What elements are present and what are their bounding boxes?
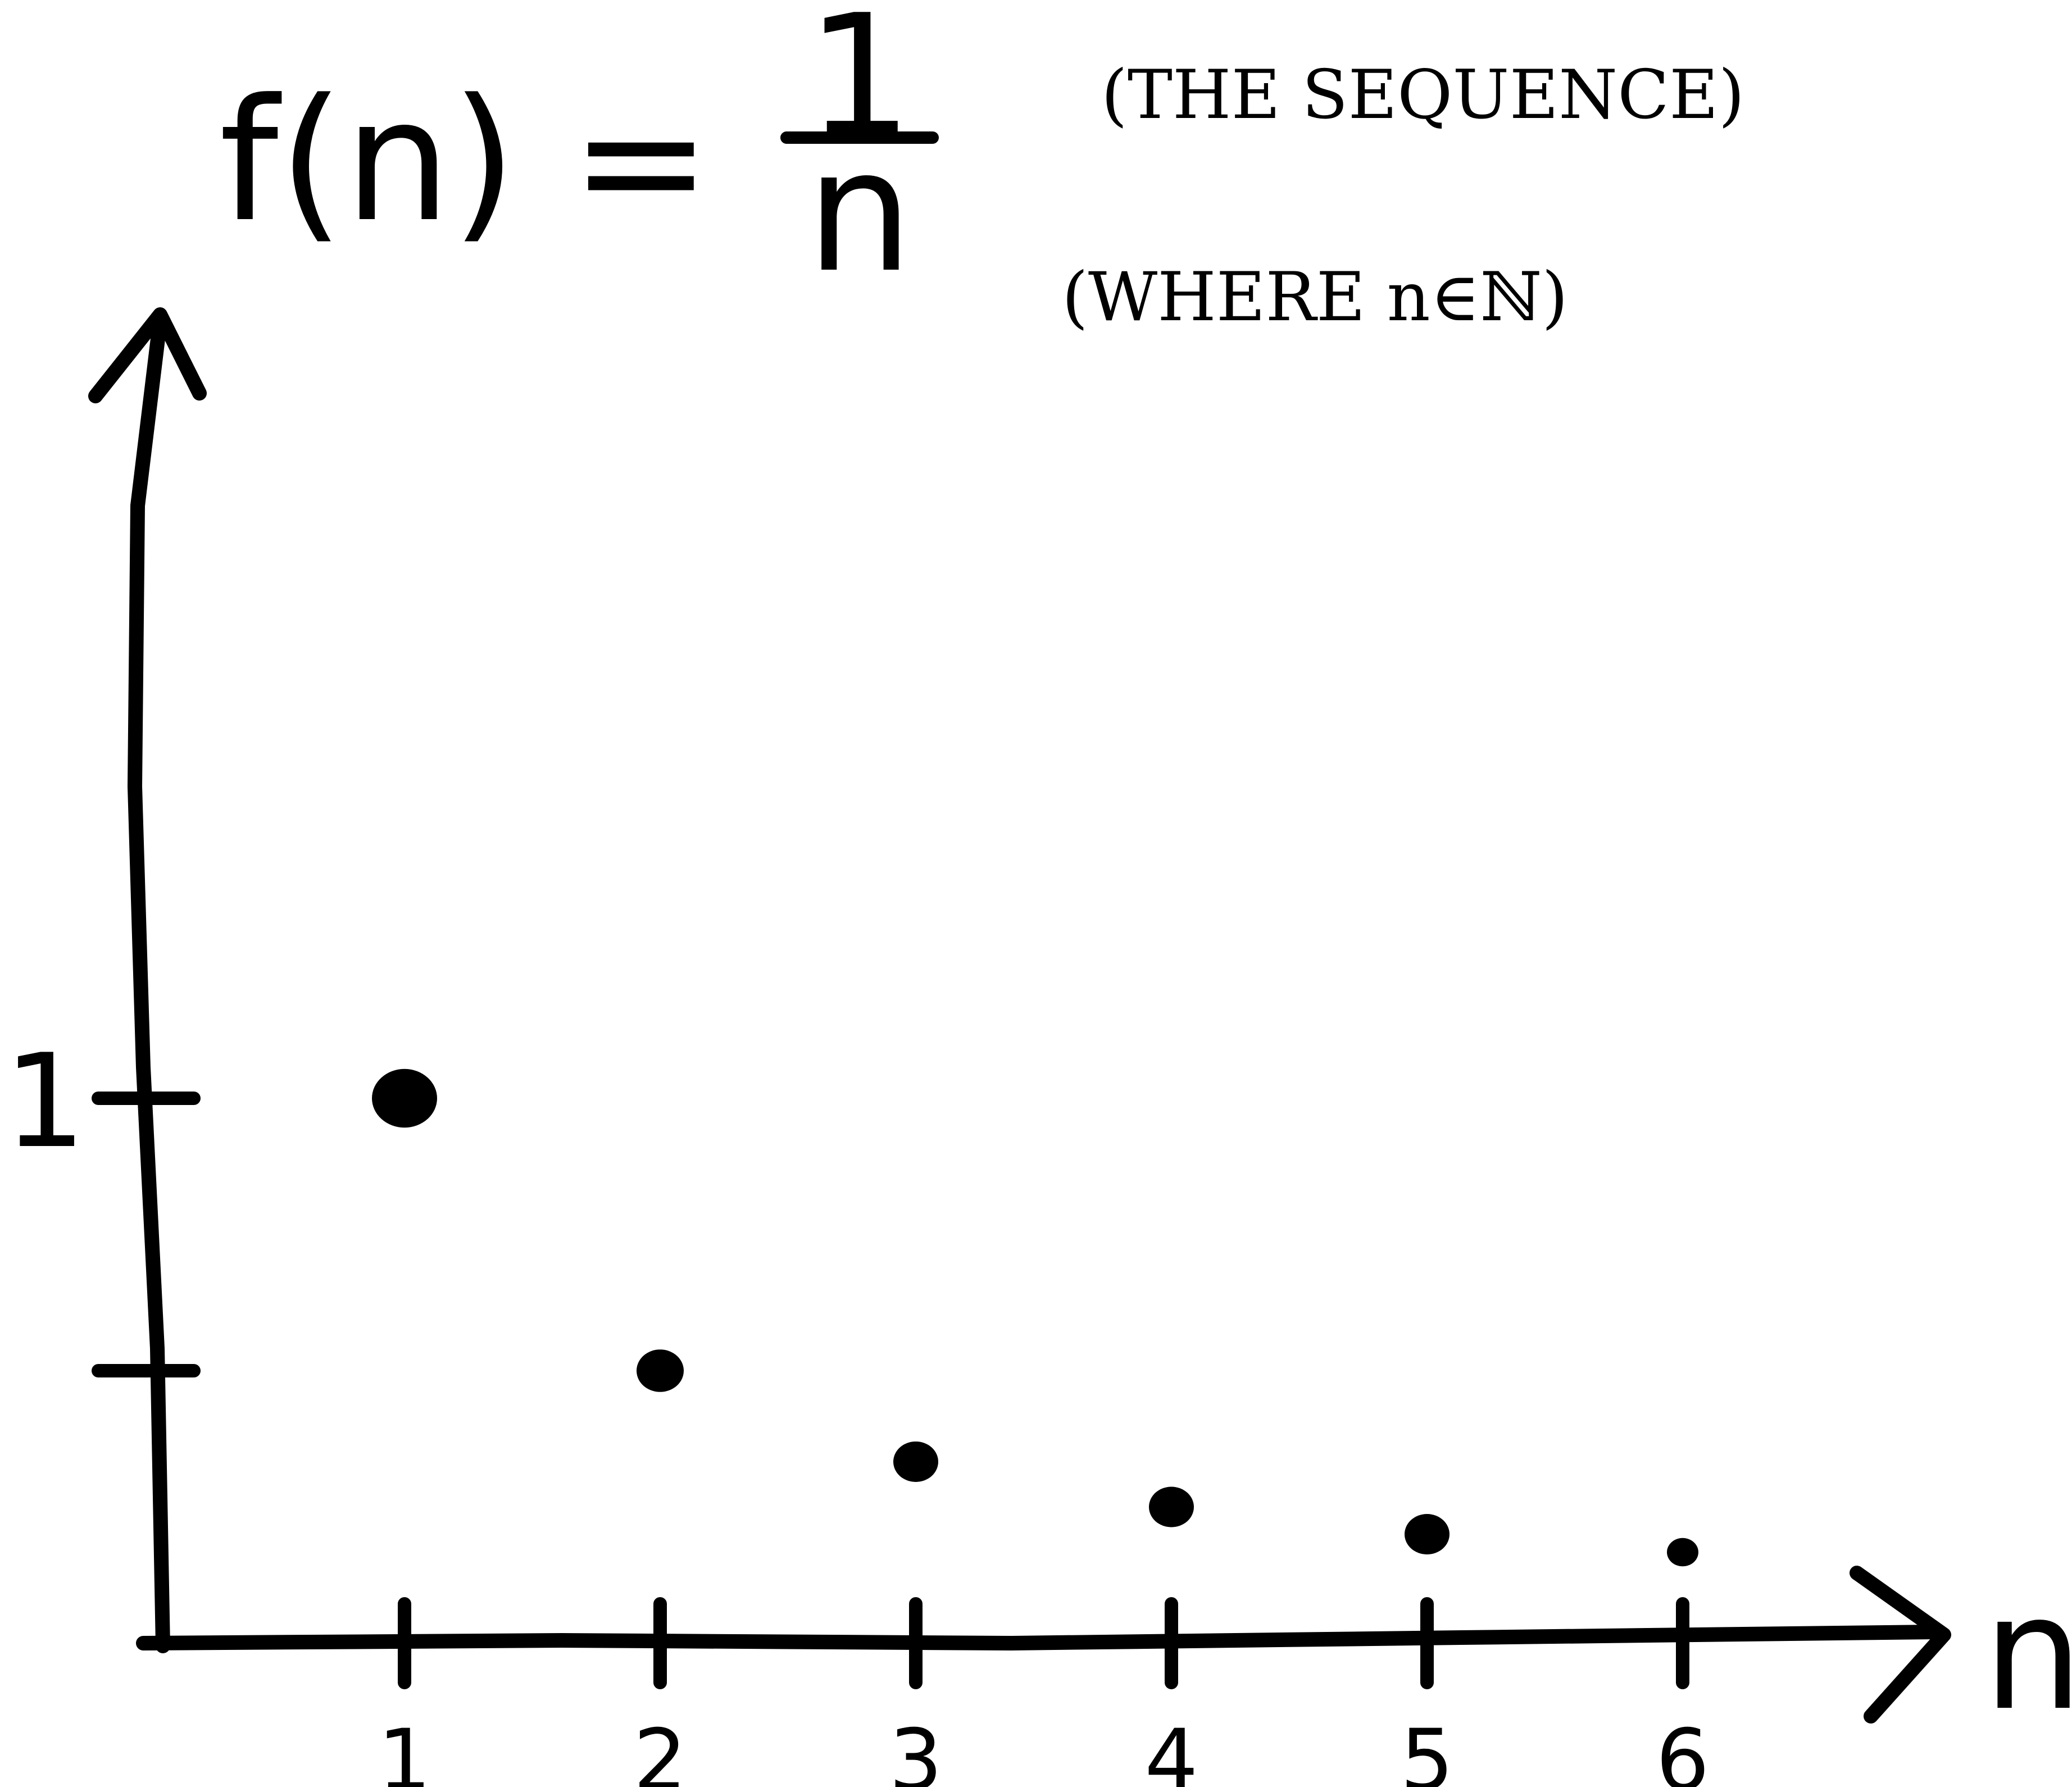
x-tick-label-2: 2: [633, 1712, 687, 1787]
y-tick-label-1: 1: [4, 1027, 86, 1177]
x-axis: [136, 1625, 1940, 1650]
note-sequence: (THE SEQUENCE): [1101, 56, 1744, 134]
formula-denominator: n: [806, 113, 913, 310]
data-point-n1: [372, 1068, 437, 1128]
ticks-layer: 1 2 3 4 5 6 1: [4, 1027, 1710, 1787]
y-axis-arrowhead: [88, 307, 207, 403]
formula-numerator: 1: [806, 0, 914, 175]
x-tick-label-5: 5: [1400, 1712, 1453, 1787]
data-point-n3: [893, 1441, 938, 1482]
x-tick-label-3: 3: [889, 1712, 942, 1787]
data-point-n4: [1149, 1486, 1194, 1527]
y-axis: [128, 313, 170, 1653]
x-axis-arrowhead: [1850, 1566, 1951, 1724]
note-domain: (WHERE n∈ℕ): [1062, 258, 1568, 337]
data-point-n2: [637, 1349, 684, 1392]
x-axis-label: n: [1983, 1562, 2072, 1745]
axes: n: [88, 307, 2072, 1745]
formula-title: f(n) = 1 n: [219, 0, 939, 310]
x-tick-label-1: 1: [378, 1712, 431, 1787]
x-tick-label-6: 6: [1656, 1712, 1709, 1787]
data-point-n5: [1405, 1514, 1450, 1554]
data-point-n6: [1667, 1538, 1698, 1567]
x-tick-label-4: 4: [1144, 1712, 1198, 1787]
formula-lhs: f(n) =: [219, 63, 712, 259]
points-layer: [372, 1068, 1698, 1567]
